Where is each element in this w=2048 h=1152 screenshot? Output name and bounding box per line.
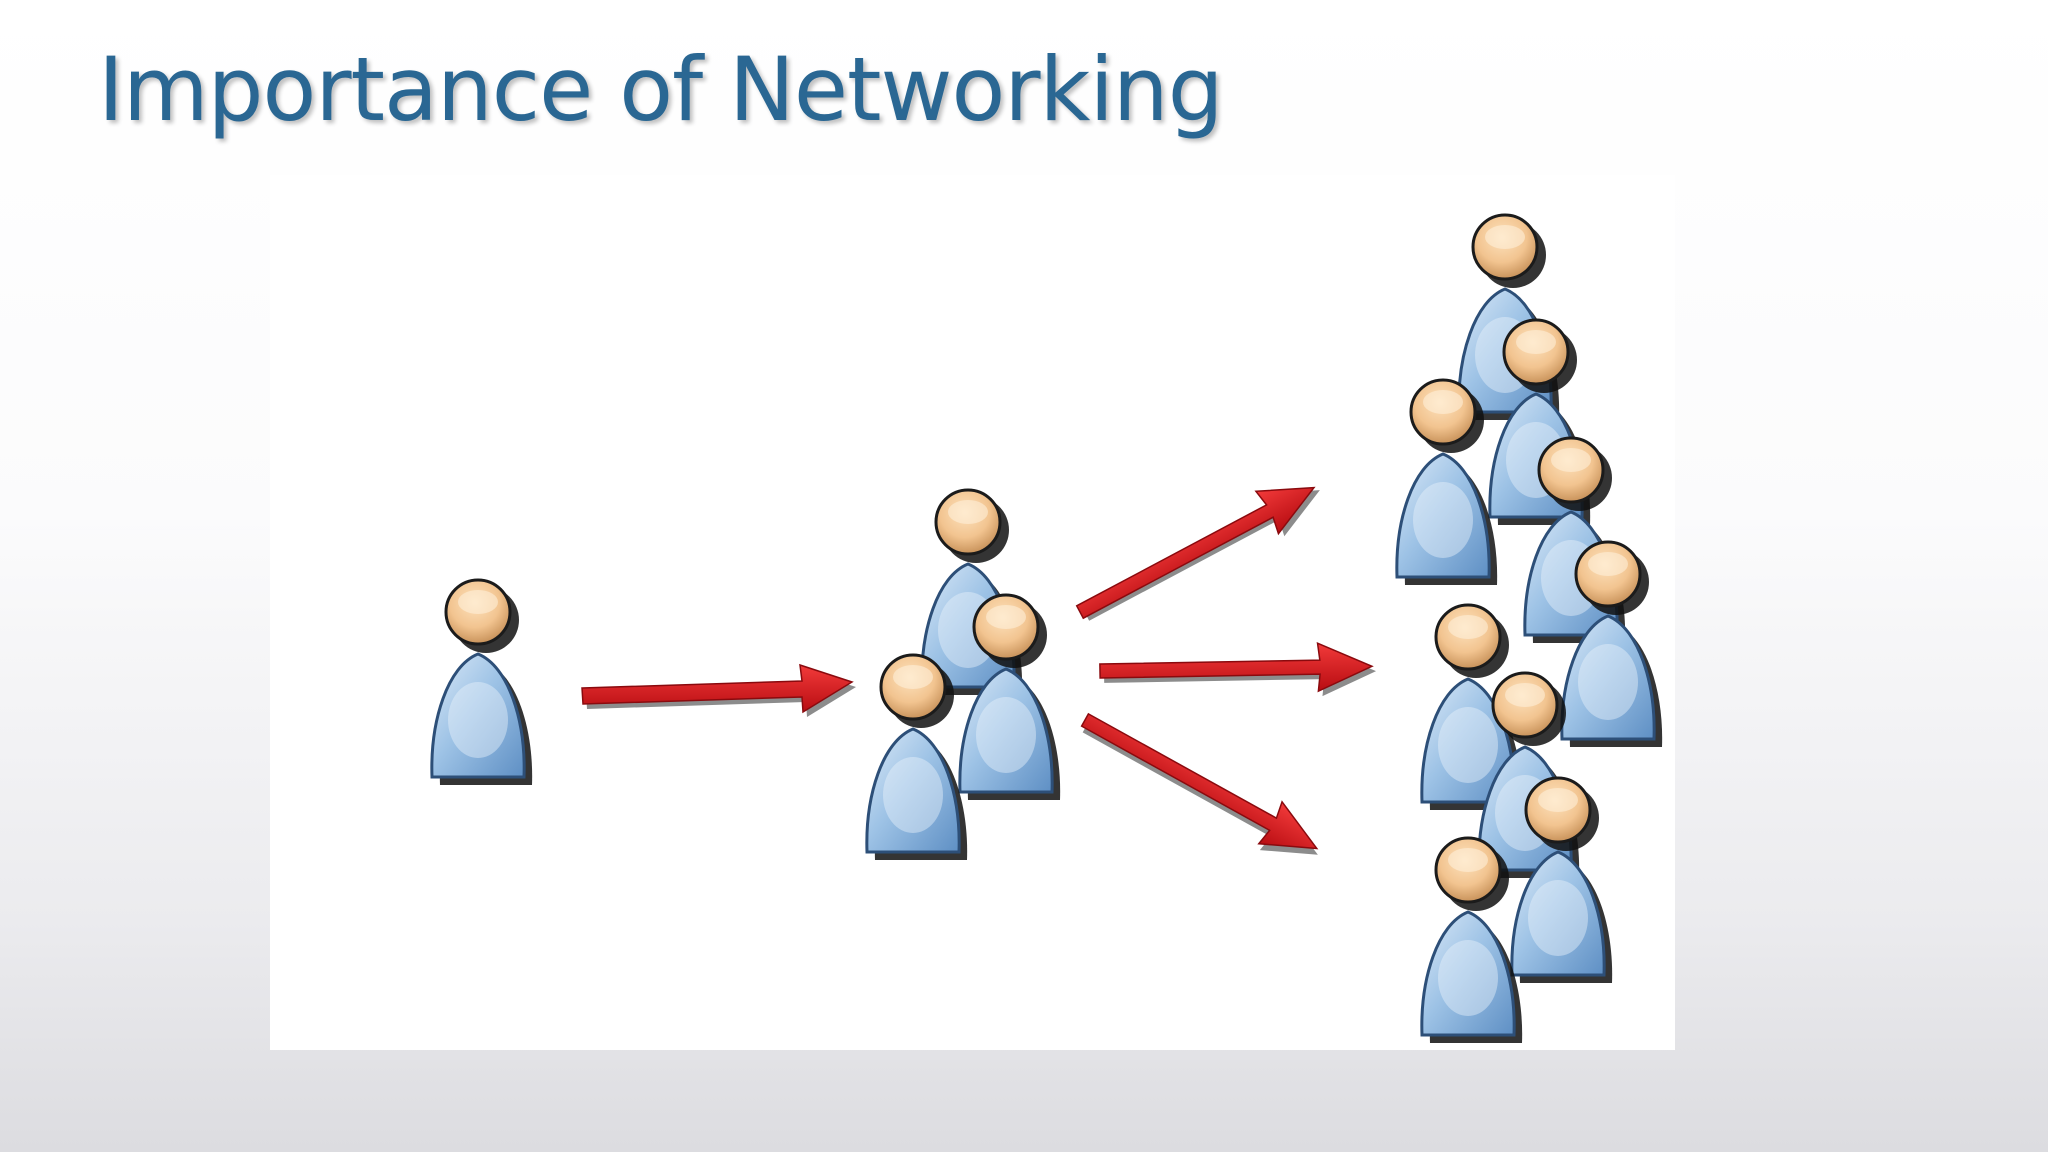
person-icon (1395, 378, 1499, 587)
person-icon (1420, 836, 1524, 1045)
stage-many-people (1395, 213, 1664, 1045)
person-icon (1560, 540, 1664, 749)
person-icon (1510, 776, 1614, 985)
arrow-to-three (581, 663, 856, 717)
slide-title: Importance of Networking (98, 38, 1224, 141)
arrow-up (1075, 486, 1320, 621)
arrow-straight (1099, 641, 1377, 697)
person-icon (430, 578, 534, 787)
stage-three-people (865, 488, 1062, 862)
stage-one-person (430, 578, 534, 787)
arrow-down (1080, 712, 1319, 855)
person-icon (958, 593, 1062, 802)
person-icon (865, 653, 969, 862)
